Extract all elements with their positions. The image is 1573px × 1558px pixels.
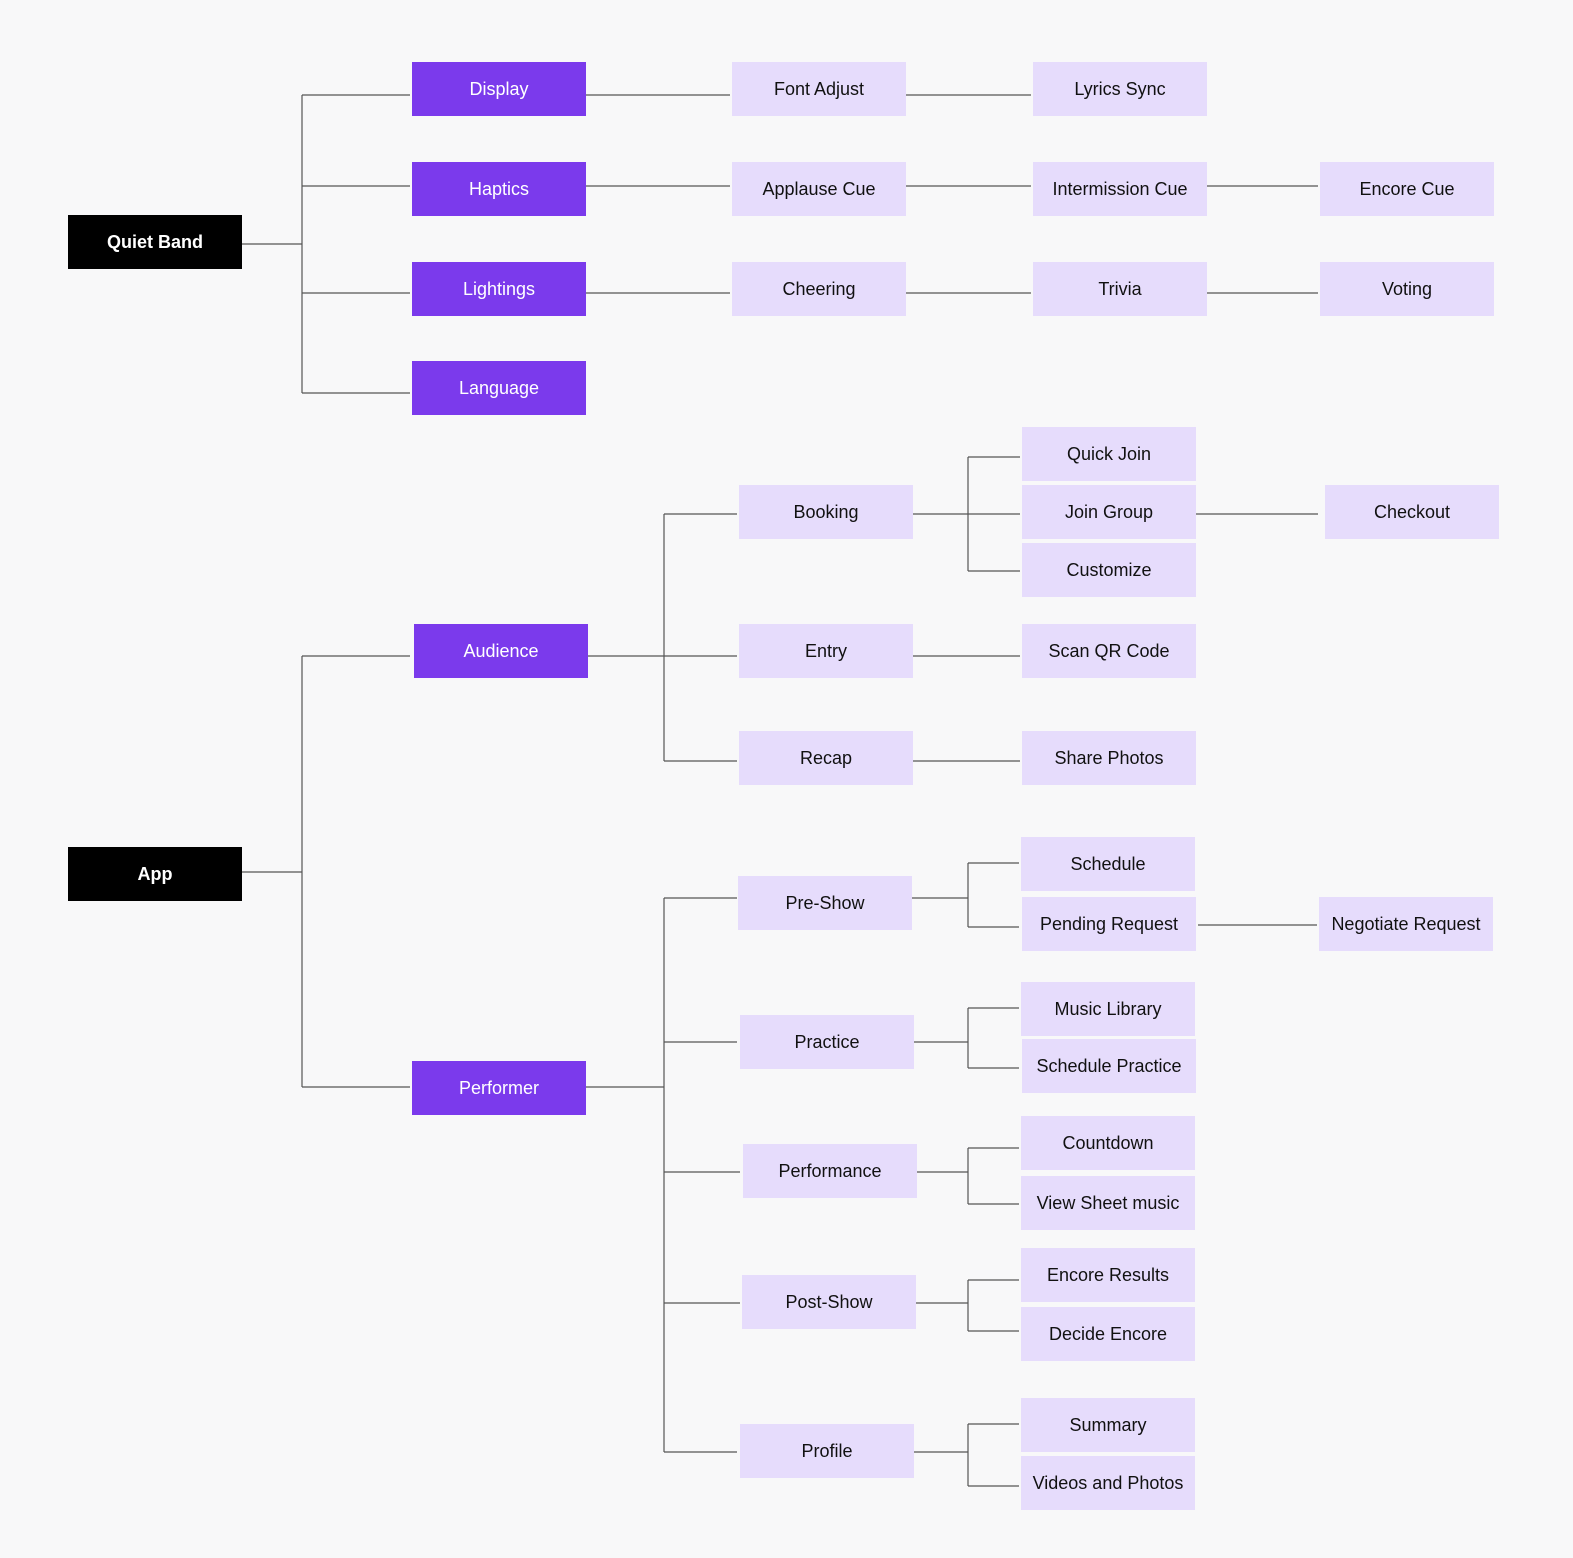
node-audience: Audience (414, 624, 588, 678)
node-font-adjust: Font Adjust (732, 62, 906, 116)
node-voting: Voting (1320, 262, 1494, 316)
node-intermission-cue: Intermission Cue (1033, 162, 1207, 216)
node-booking: Booking (739, 485, 913, 539)
node-pre-show: Pre-Show (738, 876, 912, 930)
node-negotiate-request: Negotiate Request (1319, 897, 1493, 951)
node-pending-request: Pending Request (1022, 897, 1196, 951)
node-encore-cue: Encore Cue (1320, 162, 1494, 216)
node-trivia: Trivia (1033, 262, 1207, 316)
node-music-library: Music Library (1021, 982, 1195, 1036)
node-share-photos: Share Photos (1022, 731, 1196, 785)
node-schedule: Schedule (1021, 837, 1195, 891)
node-checkout: Checkout (1325, 485, 1499, 539)
node-summary: Summary (1021, 1398, 1195, 1452)
node-cheering: Cheering (732, 262, 906, 316)
node-recap: Recap (739, 731, 913, 785)
node-haptics: Haptics (412, 162, 586, 216)
node-language: Language (412, 361, 586, 415)
node-performance: Performance (743, 1144, 917, 1198)
node-profile: Profile (740, 1424, 914, 1478)
node-videos-and-photos: Videos and Photos (1021, 1456, 1195, 1510)
node-view-sheet-music: View Sheet music (1021, 1176, 1195, 1230)
node-post-show: Post-Show (742, 1275, 916, 1329)
node-app: App (68, 847, 242, 901)
node-entry: Entry (739, 624, 913, 678)
node-scan-qr-code: Scan QR Code (1022, 624, 1196, 678)
node-quick-join: Quick Join (1022, 427, 1196, 481)
node-performer: Performer (412, 1061, 586, 1115)
node-customize: Customize (1022, 543, 1196, 597)
node-schedule-practice: Schedule Practice (1022, 1039, 1196, 1093)
node-lyrics-sync: Lyrics Sync (1033, 62, 1207, 116)
node-applause-cue: Applause Cue (732, 162, 906, 216)
node-countdown: Countdown (1021, 1116, 1195, 1170)
node-encore-results: Encore Results (1021, 1248, 1195, 1302)
node-display: Display (412, 62, 586, 116)
node-quiet-band: Quiet Band (68, 215, 242, 269)
node-join-group: Join Group (1022, 485, 1196, 539)
node-practice: Practice (740, 1015, 914, 1069)
node-lightings: Lightings (412, 262, 586, 316)
node-decide-encore: Decide Encore (1021, 1307, 1195, 1361)
